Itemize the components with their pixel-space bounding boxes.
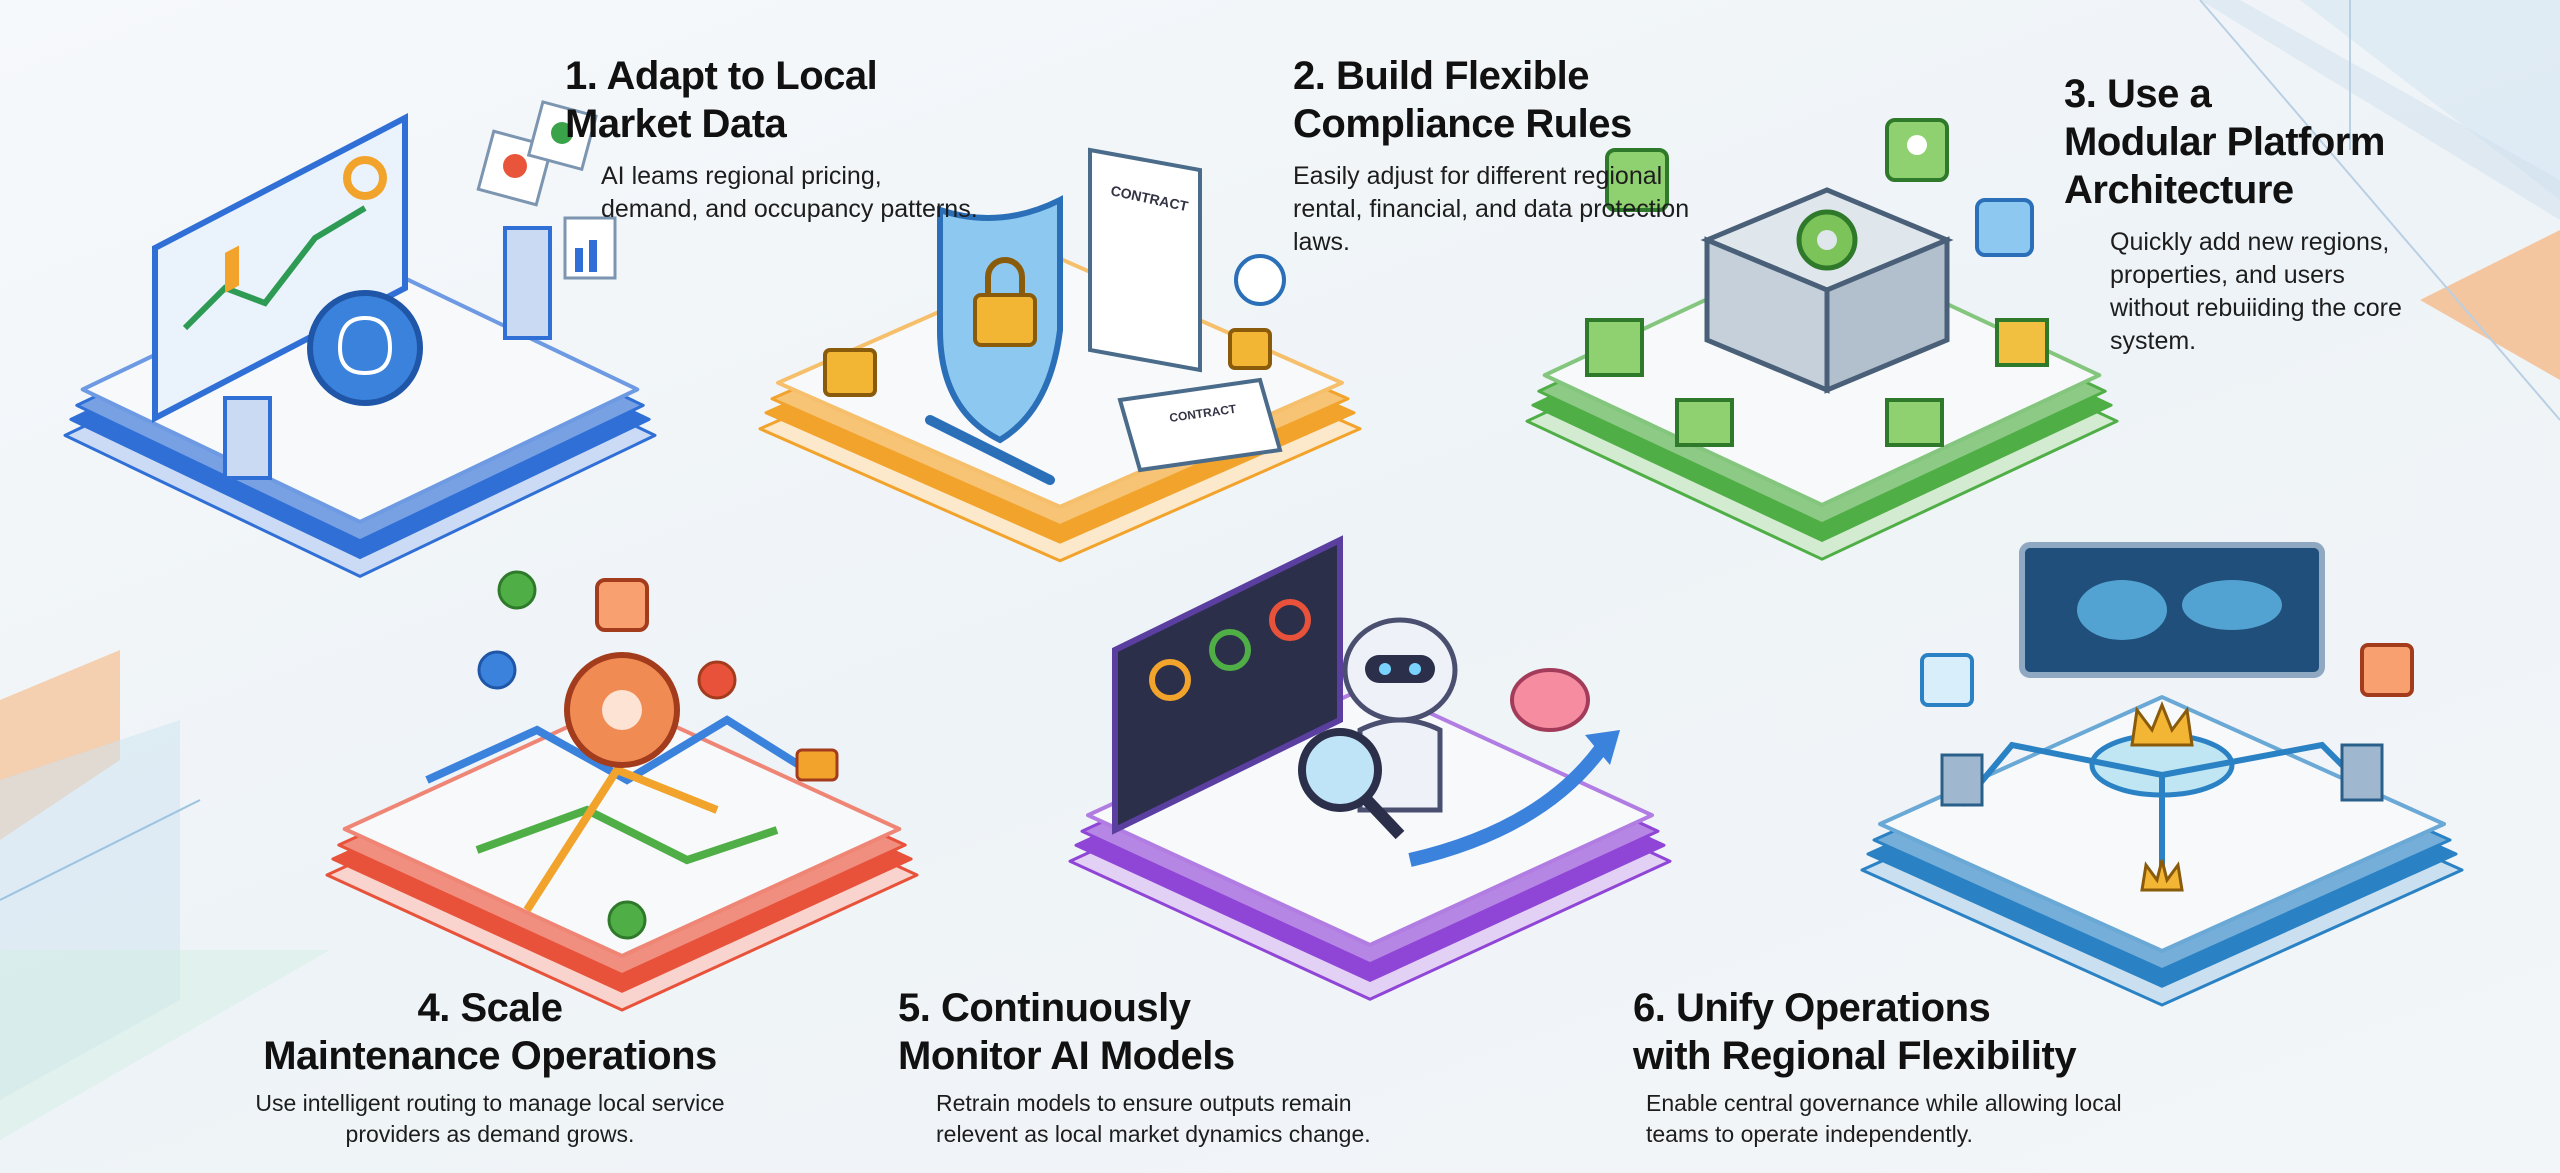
card-1-title-line-2: Market Data: [565, 102, 787, 146]
platform-3: [1525, 118, 2119, 561]
card-3-illustration: [1525, 90, 2119, 561]
card-1-number: 1.: [565, 54, 598, 98]
card-6-description: Enable central governance while allowing…: [1646, 1090, 2122, 1147]
card-1-title-line-1: Adapt to Local: [606, 54, 878, 98]
world-map-screen-icon: [2019, 542, 2325, 678]
card-3-text: 3. Use a Modular Platform Architecture Q…: [2064, 70, 2524, 358]
card-6-title: 6. Unify Operations with Regional Flexib…: [1633, 984, 2193, 1080]
card-4-illustration: [325, 550, 919, 1012]
card-5-text: 5. Continuously Monitor AI Models Retrai…: [898, 984, 1458, 1150]
card-1-title: 1. Adapt to Local Market Data: [565, 52, 985, 148]
card-1-illustration: [63, 98, 657, 578]
card-6-title-line-1: Unify Operations: [1675, 986, 1991, 1030]
card-4-description: Use intelligent routing to manage local …: [255, 1090, 725, 1147]
magnifier-icon: [1298, 728, 1405, 840]
card-2-text: 2. Build Flexible Compliance Rules Easil…: [1293, 52, 1693, 259]
card-2-illustration: CONTRACT CONTRACT: [758, 110, 1362, 563]
card-3-number: 3.: [2064, 72, 2097, 116]
platform-2: CONTRACT CONTRACT: [758, 147, 1362, 563]
robot-icon: [1342, 617, 1458, 813]
card-2-title-line-1: Build Flexible: [1335, 54, 1590, 98]
brain-icon: [307, 290, 423, 406]
map-pin-icon: [476, 100, 598, 207]
card-1-description: AI leams regional pricing, demand, and o…: [601, 162, 978, 223]
card-6-text: 6. Unify Operations with Regional Flexib…: [1633, 984, 2193, 1150]
card-3-title-line-3: Architecture: [2064, 168, 2294, 212]
truck-icon: [795, 748, 839, 782]
user-icon: [1885, 118, 1949, 182]
card-5-title: 5. Continuously Monitor AI Models: [898, 984, 1458, 1080]
card-4-title: 4. Scale Maintenance Operations: [230, 984, 750, 1080]
card-3-title-line-2: Modular Platform: [2064, 120, 2385, 164]
card-2-title-line-2: Compliance Rules: [1293, 102, 1632, 146]
building-icon: [223, 226, 552, 480]
card-4-number: 4.: [417, 986, 450, 1030]
card-6-title-line-2: with Regional Flexibility: [1633, 1034, 2077, 1078]
globe-icon: [1234, 254, 1286, 306]
card-3-title: 3. Use a Modular Platform Architecture: [2064, 70, 2524, 214]
card-4-title-line-1: Scale: [460, 986, 563, 1030]
pen-icon: [925, 415, 1055, 485]
card-5-description: Retrain models to ensure outputs remain …: [936, 1090, 1371, 1147]
platform-4: [325, 570, 919, 1012]
map-pin-icon: [477, 570, 737, 940]
card-3-title-line-1: Use a: [2106, 72, 2212, 116]
card-2-title: 2. Build Flexible Compliance Rules: [1293, 52, 1693, 148]
contract-document-icon: CONTRACT CONTRACT: [1088, 147, 1283, 473]
arrow-icon: [1408, 730, 1620, 867]
card-5-illustration: [1068, 530, 1672, 1001]
wrench-icon: [595, 578, 649, 632]
card-1-text: 1. Adapt to Local Market Data AI leams r…: [565, 52, 985, 226]
monitor-gauges-icon: [1112, 535, 1343, 835]
card-5-number: 5.: [898, 986, 931, 1030]
card-4-title-line-2: Maintenance Operations: [263, 1034, 717, 1078]
home-icon: [1605, 148, 1669, 212]
padlock-icon: [823, 328, 1272, 397]
building-icon: [1920, 643, 2414, 807]
crown-icon: [2130, 700, 2194, 892]
card-4-text: 4. Scale Maintenance Operations Use inte…: [230, 984, 750, 1150]
card-5-title-line-1: Continuously: [940, 986, 1191, 1030]
card-5-title-line-2: Monitor AI Models: [898, 1034, 1235, 1078]
card-6-number: 6.: [1633, 986, 1666, 1030]
shield-lock-icon: [937, 195, 1063, 444]
gear-hub-icon: [564, 652, 680, 768]
dashboard-icon: [152, 113, 408, 423]
card-6-illustration: [1860, 542, 2464, 1007]
card-2-description: Easily adjust for different regional ren…: [1293, 162, 1690, 256]
route-icon: [425, 715, 810, 913]
platform-5: [1068, 535, 1672, 1001]
gear-icon: [1796, 209, 1858, 271]
platform-6: [1860, 542, 2464, 1007]
module-block-icon: [1585, 198, 2049, 447]
platform-1: [63, 100, 657, 578]
card-2-number: 2.: [1293, 54, 1326, 98]
brain-icon: [1510, 668, 1590, 732]
bar-chart-icon: [563, 216, 617, 280]
card-3-description: Quickly add new regions, properties, and…: [2110, 228, 2402, 355]
